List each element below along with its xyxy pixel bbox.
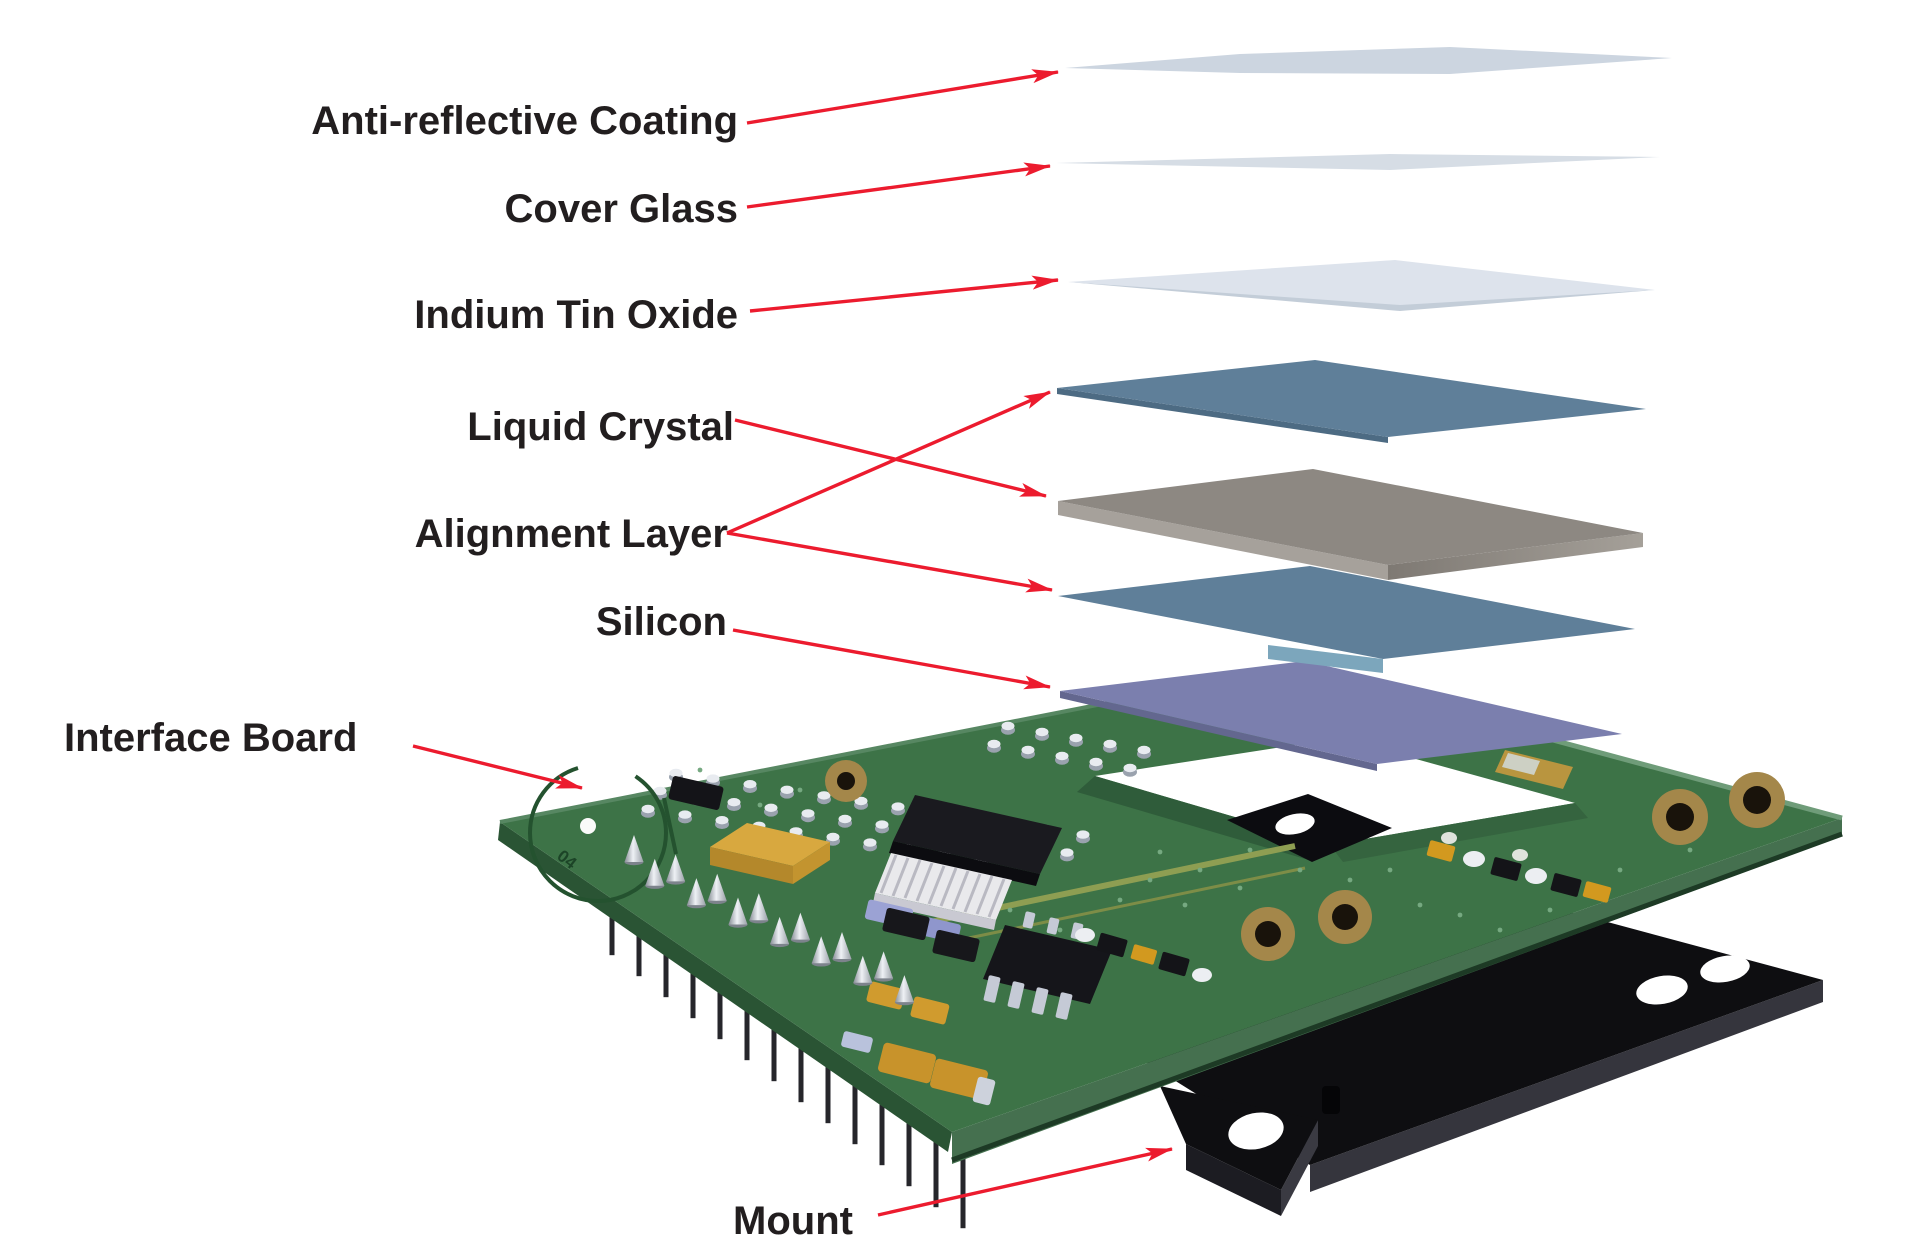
label-anti-reflective-coating: Anti-reflective Coating [311,99,738,143]
mount-side-face [1310,980,1823,1192]
mount-hole-2 [1700,955,1750,983]
label-alignment-layer: Alignment Layer [414,512,728,556]
arrow-anti-reflective-coating [746,69,1059,125]
interface-board-pcb: 04 [498,665,1843,1229]
pin-header-pins [609,913,966,1229]
mount-tab-right-side [1281,1120,1318,1216]
arrow-mount [877,1147,1173,1217]
label-cover-glass: Cover Glass [504,187,738,231]
label-silicon: Silicon [595,600,727,644]
ic-with-ribbon [873,795,1062,930]
arrow-liquid-crystal [734,418,1047,498]
layer-indium-tin-oxide [1068,260,1655,311]
mount-standoff [1322,1086,1340,1114]
arrow-alignment-layer-upper [726,390,1051,535]
label-interface-board: Interface Board [64,716,358,760]
component-row-right [1426,832,1612,903]
label-mount: Mount [733,1199,853,1236]
layer-cover-glass [1056,154,1660,170]
layer-anti-reflective-coating [1065,47,1672,74]
pcb-side-sw [498,822,952,1152]
arrow-cover-glass [746,162,1051,209]
gold-block-component [710,823,830,884]
arrow-alignment-layer-lower [726,531,1053,593]
pcb-cutout [1095,738,1575,845]
cone-pins [624,835,914,1006]
mount-hole-1 [1636,975,1688,1005]
label-indium-tin-oxide: Indium Tin Oxide [414,293,738,337]
arrow-silicon [732,628,1051,690]
pcb-speckles [697,767,1693,933]
layer-liquid-crystal [1058,469,1643,580]
arrow-interface-board [412,744,583,790]
callout-arrows [412,69,1173,1217]
mount-tab-hole [1228,1112,1284,1150]
brass-mounting-holes [825,760,1785,961]
component-row-lower-left [1075,928,1212,982]
layer-silicon [1060,661,1622,771]
arrow-indium-tin-oxide [749,275,1059,313]
layer-alignment-top [1057,360,1646,443]
label-liquid-crystal: Liquid Crystal [467,405,734,449]
layer-alignment-bottom [1058,566,1635,673]
mount-tab-side [1186,1144,1281,1216]
